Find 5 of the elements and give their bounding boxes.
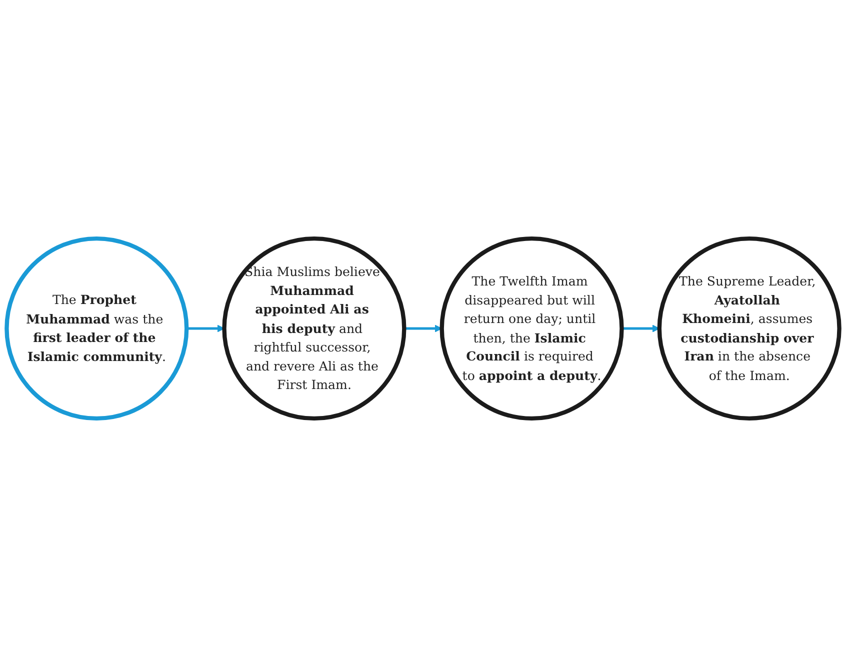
arrow <box>622 324 660 332</box>
node-circle: The Prophet Muhammad was the first leader of the Islamic community. <box>4 236 189 421</box>
node-circle: The Twelfth Imam disappeared but will return one day; until then, the Islamic Council is required to appoint a deputy. <box>440 236 624 421</box>
arrow <box>404 324 442 332</box>
node-circle: The Supreme Leader, Ayatollah Khomeini, assumes custodianship over Iran in the absence of the Imam. <box>657 236 842 421</box>
